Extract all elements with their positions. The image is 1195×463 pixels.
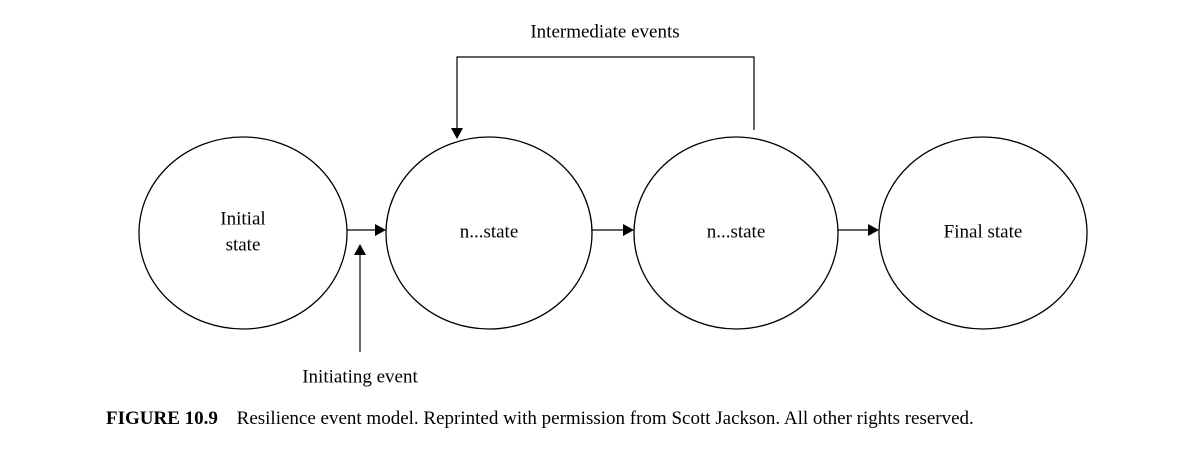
state-node-final: Final state bbox=[878, 136, 1088, 330]
state-node-n2: n...state bbox=[633, 136, 839, 330]
resilience-event-diagram: Initial state n...state n...state Final stat… bbox=[138, 21, 1088, 387]
figure-number: FIGURE 10.9 bbox=[106, 408, 218, 429]
state-label: Final state bbox=[944, 221, 1023, 242]
state-label: state bbox=[226, 234, 261, 255]
arrowhead bbox=[451, 128, 463, 139]
figure-caption: FIGURE 10.9 Resilience event model. Repr… bbox=[106, 408, 974, 430]
arrowhead bbox=[868, 224, 879, 236]
transition-arrow bbox=[347, 224, 386, 236]
state-label: Initial bbox=[220, 208, 265, 229]
arrowhead bbox=[623, 224, 634, 236]
state-ellipse bbox=[385, 136, 593, 330]
state-ellipse bbox=[878, 136, 1088, 330]
intermediate-events-label: Intermediate events bbox=[530, 21, 679, 42]
state-ellipse bbox=[633, 136, 839, 330]
state-node-n1: n...state bbox=[385, 136, 593, 330]
caption-text: Resilience event model. Reprinted with p… bbox=[236, 408, 974, 429]
intermediate-events-loop: Intermediate events bbox=[451, 21, 755, 139]
state-label: n...state bbox=[460, 221, 519, 242]
arrowhead bbox=[354, 244, 366, 255]
transition-arrow bbox=[592, 224, 634, 236]
state-label: n...state bbox=[707, 221, 766, 242]
transition-arrow bbox=[838, 224, 879, 236]
state-ellipse bbox=[138, 136, 348, 330]
loop-line bbox=[456, 56, 755, 130]
initiating-event-arrow: Initiating event bbox=[302, 244, 418, 387]
initiating-event-label: Initiating event bbox=[302, 366, 418, 387]
state-node-initial: Initial state bbox=[138, 136, 348, 330]
arrowhead bbox=[375, 224, 386, 236]
